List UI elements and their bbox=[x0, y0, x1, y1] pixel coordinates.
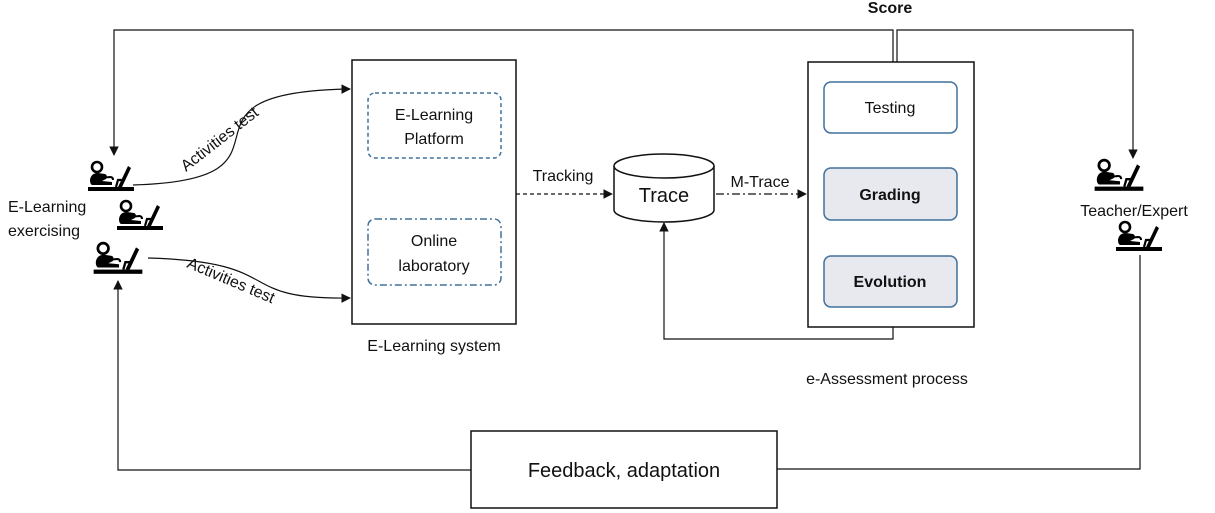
activities-top-arrow bbox=[132, 84, 351, 186]
activities-test-top-label: Activities test bbox=[178, 104, 262, 175]
testing-label: Testing bbox=[865, 100, 916, 117]
teacher-to-feedback bbox=[777, 255, 1141, 470]
process-to-trace-arrow bbox=[659, 222, 894, 340]
mtrace-label: M-Trace bbox=[731, 174, 790, 191]
feedback-to-learners bbox=[113, 280, 471, 471]
elearning-exercising-line2: exercising bbox=[8, 223, 80, 240]
lab-label-line2: laboratory bbox=[398, 258, 469, 275]
score-loop-to-teacher bbox=[896, 29, 1138, 159]
learner-icons bbox=[88, 160, 165, 276]
person-at-desk-icon bbox=[1093, 158, 1145, 193]
tracking-label: Tracking bbox=[533, 168, 594, 185]
activities-bottom-arrow bbox=[147, 257, 351, 303]
lab-label-line1: Online bbox=[411, 233, 457, 250]
elearning-system-caption: E-Learning system bbox=[367, 338, 500, 355]
score-label: Score bbox=[868, 0, 913, 17]
trace-label: Trace bbox=[639, 185, 689, 207]
person-at-desk-icon bbox=[115, 199, 165, 232]
score-loop-to-learners bbox=[109, 29, 894, 156]
trace-database bbox=[613, 153, 715, 223]
grading-box bbox=[823, 167, 958, 221]
person-at-desk-icon bbox=[88, 160, 134, 193]
person-at-desk-icon bbox=[91, 241, 145, 276]
assessment-caption: e-Assessment process bbox=[806, 371, 968, 388]
testing-box bbox=[823, 81, 958, 134]
evolution-label: Evolution bbox=[854, 274, 927, 291]
elearning-platform-box bbox=[367, 92, 502, 159]
elearning-exercising-line1: E-Learning bbox=[8, 199, 86, 216]
grading-label: Grading bbox=[859, 187, 920, 204]
platform-label-line2: Platform bbox=[404, 131, 464, 148]
activities-test-bottom-label: Activities test bbox=[184, 255, 277, 307]
teacher-expert-label: Teacher/Expert bbox=[1080, 203, 1188, 220]
online-laboratory-box bbox=[367, 218, 502, 286]
feedback-label: Feedback, adaptation bbox=[528, 460, 720, 482]
platform-label-line1: E-Learning bbox=[395, 107, 473, 124]
person-at-desk-icon bbox=[1116, 220, 1162, 253]
feedback-box bbox=[470, 430, 778, 509]
connectors bbox=[109, 29, 1141, 471]
evolution-box bbox=[823, 255, 958, 308]
